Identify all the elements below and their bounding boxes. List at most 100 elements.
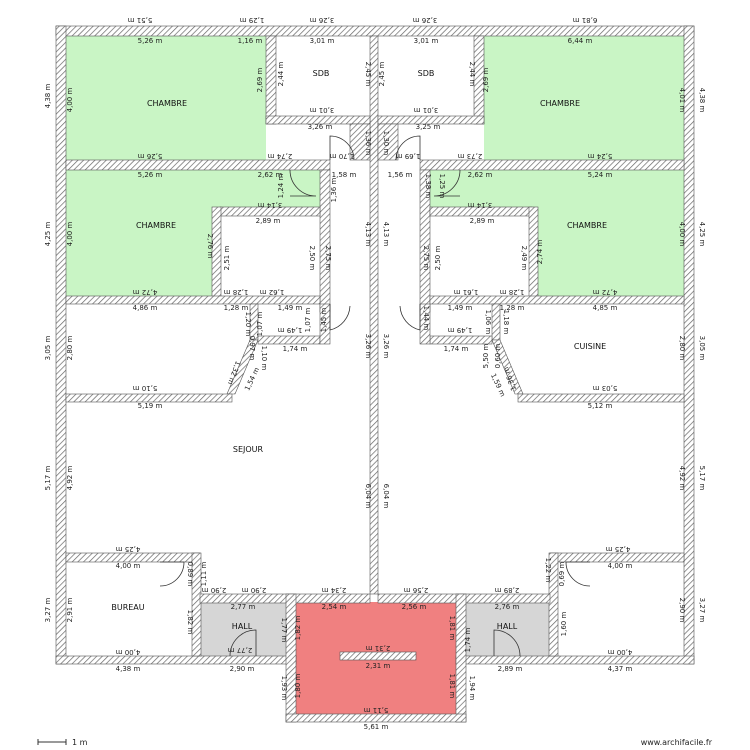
dim-label: 5,51 m [128,16,153,24]
dim-label: 2,89 m [470,217,495,225]
dim-label: 3,26 m [310,16,335,24]
dim-label: 2,77 m [231,603,256,611]
dim-label: 4,00 m [116,562,141,570]
chambre-top-left-floor [66,36,266,160]
dim-label: 1,74 m [464,628,472,653]
dim-label: 4,25 m [606,545,631,553]
dim-label: 1,45 m [320,308,328,333]
dim-label: 1,07 m [304,308,312,333]
dim-label: 4,38 m [698,88,706,113]
dim-label: 4,00 m [66,222,74,247]
dim-label: 0,97 m [248,336,256,361]
dim-label: 6,04 m [364,484,372,509]
dim-label: 4,00 m [66,88,74,113]
dim-label: 1,94 m [468,676,476,701]
dim-label: 6,44 m [568,37,593,45]
dim-label: 5,26 m [138,37,163,45]
dim-label: 4,25 m [698,222,706,247]
dim-label: 1,36 m [364,131,372,156]
dim-label: 0,89 m [186,562,194,587]
dim-label: 2,51 m [223,246,231,271]
dim-label: 4,00 m [116,648,141,656]
dim-label: 2,31 m [366,644,391,652]
room-label-chambre-top-left: CHAMBRE [147,99,187,108]
dim-label: 2,76 m [206,234,214,259]
dim-label: 2,90 m [202,586,227,594]
hall-right-floor [464,603,550,656]
dim-label: 2,90 m [678,598,686,623]
dim-label: 2,90 m [230,665,255,673]
dim-label: 2,54 m [322,603,347,611]
room-label-sdb-right: SDB [418,69,435,78]
walls [55,25,695,723]
dim-label: 4,72 m [593,288,618,296]
dim-label: 1,38 m [424,174,432,199]
dim-label: 2,77 m [228,646,253,654]
dim-label: 3,27 m [698,598,706,623]
dim-label: 2,44 m [468,62,476,87]
dim-label: 4,38 m [44,84,52,109]
dim-label: 0,60 m [494,344,502,369]
dim-label: 2,89 m [256,217,281,225]
dim-label: 3,27 m [44,598,52,623]
dim-label: 3,01 m [310,106,335,114]
dim-label: 2,44 m [277,62,285,87]
dim-label: 2,56 m [402,603,427,611]
dim-label: 5,24 m [588,171,613,179]
dim-label: 2,73 m [458,152,483,160]
dim-label: 2,89 m [495,586,520,594]
dim-label: 4,13 m [382,222,390,247]
dim-label: 3,05 m [698,336,706,361]
dim-label: 2,50 m [434,246,442,271]
dim-label: 2,91 m [66,598,74,623]
dim-label: 1,28 m [224,304,249,312]
dim-label: 1,49 m [278,326,303,334]
room-labels: CHAMBRE SDB SDB CHAMBRE CHAMBRE CHAMBRE … [111,69,607,631]
dim-label: 2,80 m [66,336,74,361]
room-fills [66,36,684,714]
dim-label: 1,81 m [448,674,456,699]
dim-label: 4,85 m [593,304,618,312]
dim-label: 1,30 m [382,131,390,156]
dim-label: 1,56 m [388,171,413,179]
dim-label: 2,75 m [422,246,430,271]
scale-label: 1 m [72,738,88,747]
chambre-mid-left-floor [66,170,320,297]
dim-label: 4,01 m [678,88,686,113]
dim-label: 2,74 m [536,240,544,265]
dim-label: 1,10 m [260,346,268,371]
dim-label: 1,24 m [277,174,285,199]
dim-label: 4,86 m [133,304,158,312]
dim-label: 1,69 m [396,152,421,160]
dim-label: 6,04 m [382,484,390,509]
dim-label: 1,70 m [330,152,355,160]
dim-label: 1,60 m [560,612,568,637]
dim-label: 3,01 m [310,37,335,45]
dim-label: 4,25 m [116,545,141,553]
dim-label: 1,36 m [330,178,338,203]
scale-bar: 1 m [37,738,88,747]
dim-label: 1,93 m [280,676,288,701]
dim-label: 4,92 m [66,466,74,491]
dim-label: 5,24 m [588,152,613,160]
dim-label: 5,12 m [588,402,613,410]
dim-label: 2,69 m [256,68,264,93]
room-label-bureau: BUREAU [111,603,144,612]
room-label-cuisine: CUISINE [574,342,606,351]
room-label-sdb-left: SDB [313,69,330,78]
dim-label: 1,62 m [260,288,285,296]
dim-label: 1,74 m [444,345,469,353]
dim-label: 2,74 m [268,152,293,160]
dim-label: 1,28 m [500,304,525,312]
dim-label: 1,49 m [278,304,303,312]
dim-label: 3,26 m [308,123,333,131]
dim-label: 1,29 m [240,16,265,24]
dim-label: 5,61 m [364,723,389,731]
dim-label: 1,49 m [448,304,473,312]
dim-label: 3,05 m [44,336,52,361]
dim-label: 4,92 m [678,466,686,491]
dim-label: 3,26 m [413,16,438,24]
dim-label: 2,89 m [498,665,523,673]
dim-label: 4,25 m [44,222,52,247]
room-label-hall-right: HALL [497,622,518,631]
